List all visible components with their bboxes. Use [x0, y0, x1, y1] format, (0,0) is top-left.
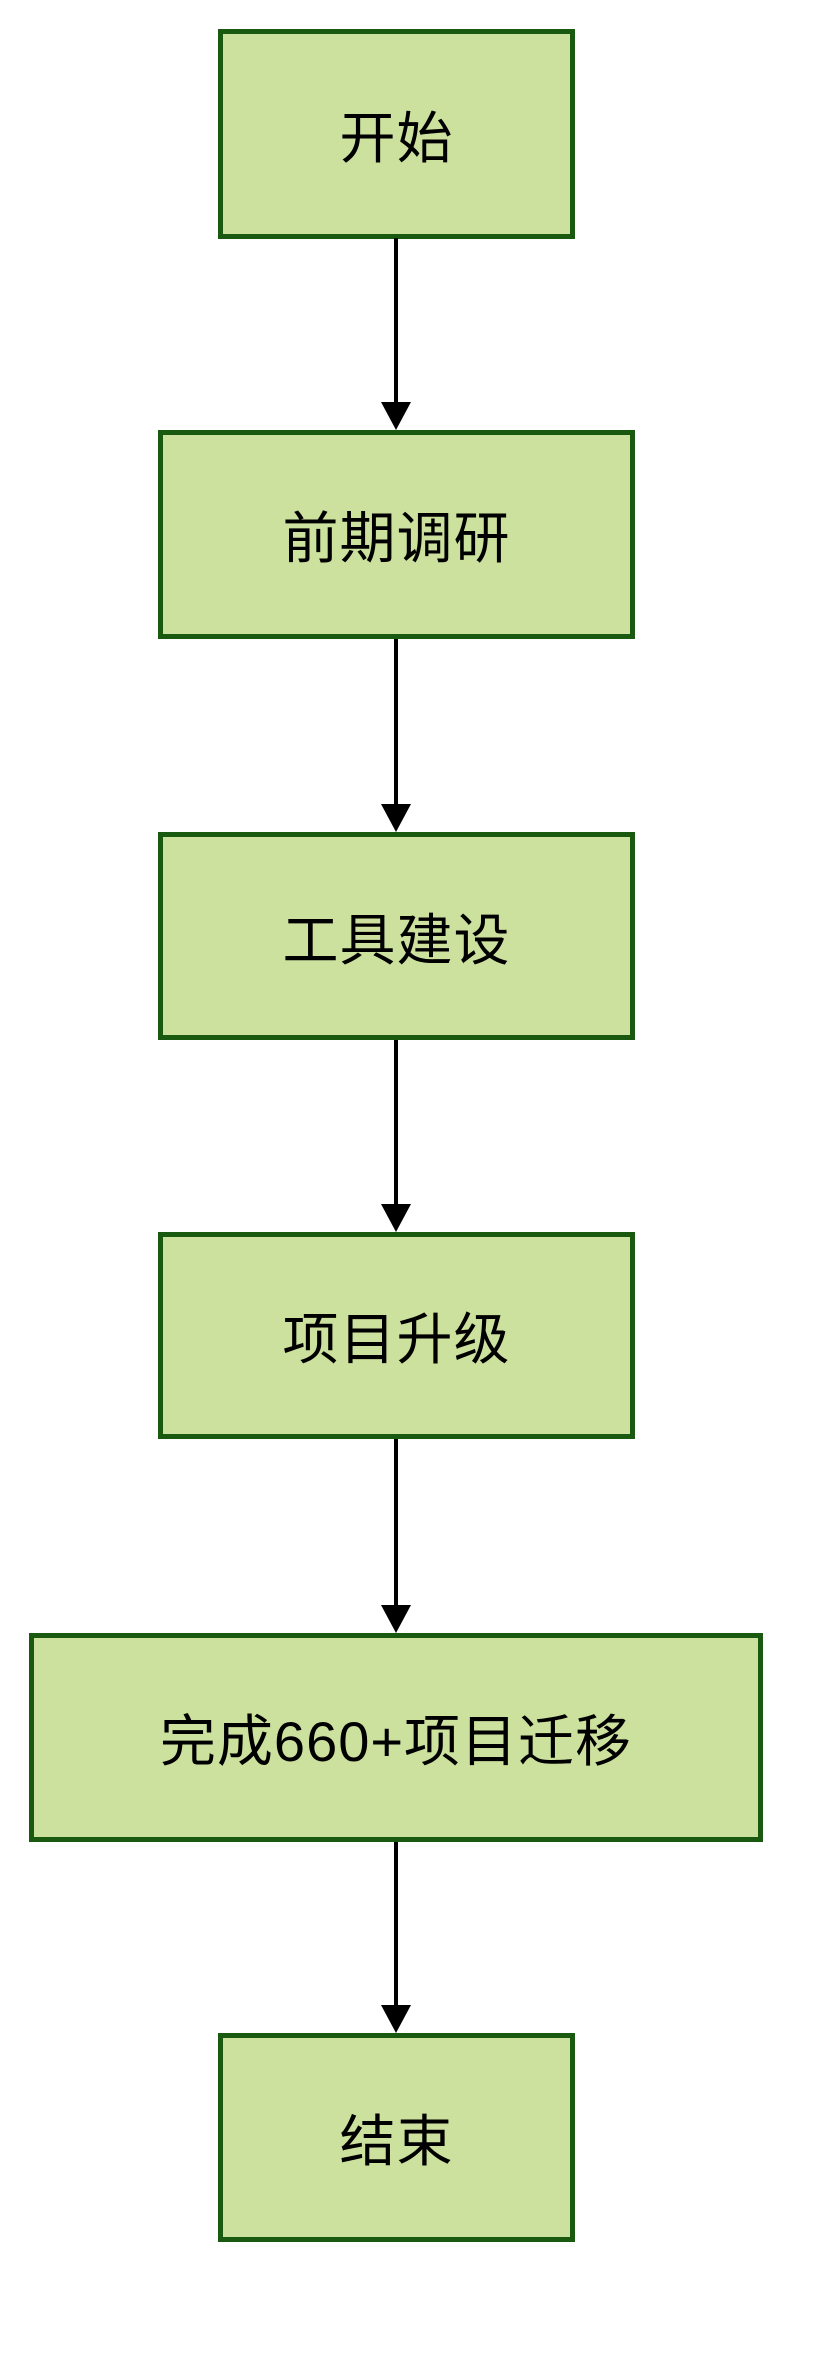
- arrow-line: [394, 1439, 398, 1605]
- flow-node-end-label: 结束: [339, 2110, 454, 2173]
- arrow-line: [394, 1040, 398, 1204]
- flow-node-research: 前期调研: [158, 430, 635, 639]
- arrow-down-icon: [381, 1842, 411, 2033]
- arrow-head-icon: [381, 2005, 411, 2033]
- arrow-head-icon: [381, 402, 411, 430]
- flow-node-migration: 完成660+项目迁移: [29, 1633, 763, 1842]
- arrow-down-icon: [381, 639, 411, 832]
- arrow-line: [394, 639, 398, 804]
- flow-node-upgrade-label: 项目升级: [282, 1308, 511, 1371]
- arrow-head-icon: [381, 804, 411, 832]
- flow-node-tooling: 工具建设: [158, 832, 635, 1040]
- flow-node-upgrade: 项目升级: [158, 1232, 635, 1439]
- arrow-down-icon: [381, 1040, 411, 1232]
- flow-node-start-label: 开始: [339, 106, 454, 170]
- arrow-down-icon: [381, 238, 411, 430]
- arrow-head-icon: [381, 1605, 411, 1633]
- arrow-down-icon: [381, 1439, 411, 1633]
- arrow-line: [394, 238, 398, 402]
- arrow-line: [394, 1842, 398, 2005]
- flow-node-research-label: 前期调研: [282, 507, 511, 570]
- arrow-head-icon: [381, 1204, 411, 1232]
- flow-node-migration-label: 完成660+项目迁移: [159, 1710, 633, 1773]
- flow-node-tooling-label: 工具建设: [282, 908, 511, 972]
- flow-node-end: 结束: [218, 2033, 575, 2242]
- flow-node-start: 开始: [218, 29, 575, 239]
